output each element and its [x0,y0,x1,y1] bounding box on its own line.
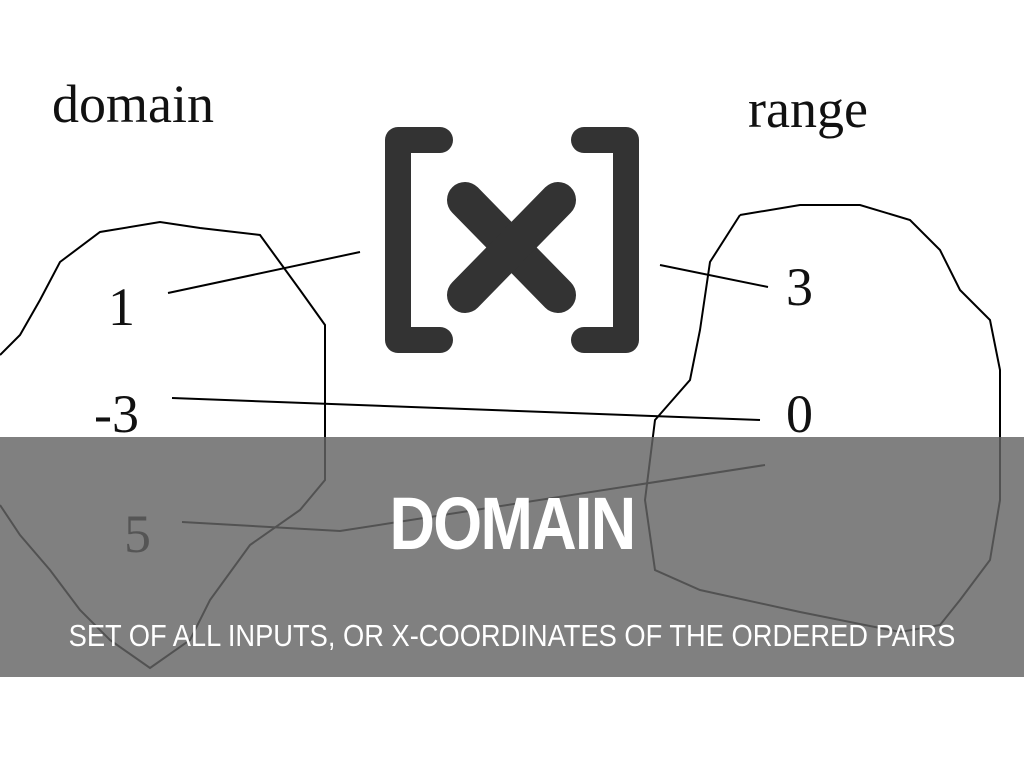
range-value: 0 [786,384,813,444]
domain-heading: domain [52,74,214,134]
slide-title: DOMAIN [389,482,637,565]
range-heading: range [748,79,868,139]
domain-value: 1 [108,277,135,337]
mapping-line-1-to-3b [659,264,769,288]
mapping-line-1-to-3a [167,251,361,294]
caption-overlay [0,437,1024,677]
range-value: 3 [786,257,813,317]
slide-subtitle: SET OF ALL INPUTS, OR X-COORDINATES OF T… [68,618,956,653]
domain-value: -3 [94,384,139,444]
mapping-line-neg3-to-0 [171,397,761,421]
bracket-x-logo-icon [385,127,639,353]
